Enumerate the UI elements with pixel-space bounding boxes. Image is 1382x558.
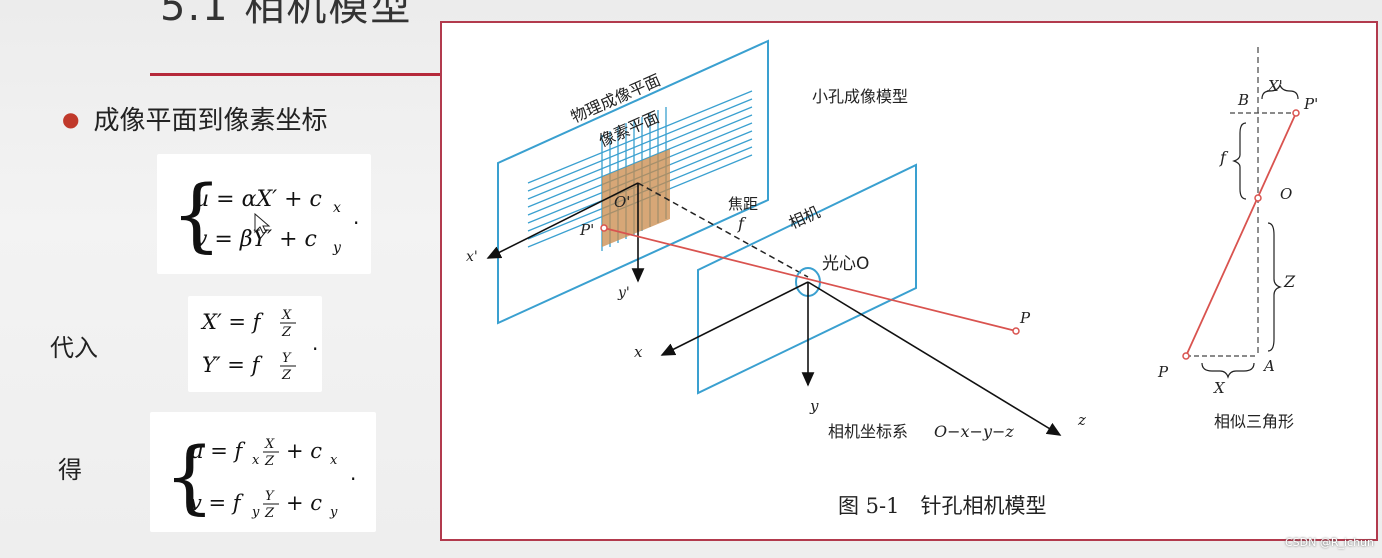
slide-title: 5.1 相机模型 <box>160 0 413 30</box>
camera-coord-math: O−x−y−z <box>934 422 1014 441</box>
figure-caption: 图 5-1 针孔相机模型 <box>838 494 1047 518</box>
p-point <box>1012 327 1020 335</box>
figure-panel: 物理成像平面 像素平面 小孔成像模型 相机 焦距 f O' 光心O x' y' … <box>440 21 1378 541</box>
eq1-period: . <box>353 205 359 229</box>
eq1-line1: u = αX′ + c <box>195 187 322 212</box>
focal-dashed-line <box>637 182 809 278</box>
tri-f-label: f <box>1219 148 1229 167</box>
x-prime-axis <box>486 182 639 259</box>
equation-card-1: { u = αX′ + c x v = βY′ + c y . <box>157 154 371 274</box>
title-underline <box>150 73 442 76</box>
tri-p-label: P <box>1157 363 1169 381</box>
bullet-text: 成像平面到像素坐标 <box>93 106 328 136</box>
tri-o-label: O <box>1280 185 1292 203</box>
equation-1: { u = αX′ + c x v = βY′ + c y . <box>171 168 359 261</box>
equation-card-2: X′ = f X Z Y′ = f Y Z . <box>188 296 322 392</box>
tri-p-prime-label: P' <box>1303 95 1318 113</box>
equation-card-3: { u = f x X Z + c x v = f y Y Z + c y . <box>150 412 376 532</box>
pinhole-model-label: 小孔成像模型 <box>812 87 908 106</box>
eq2-line1-num: X <box>281 308 292 323</box>
eq3-line2-c: y <box>329 505 338 520</box>
tri-z-label: Z <box>1283 272 1296 291</box>
pixel-plane-patch <box>602 149 670 247</box>
equation-3: { u = f x X Z + c x v = f y Y Z + c y . <box>164 430 356 523</box>
brace-icon: { <box>171 168 222 261</box>
eq3-line1-b: + c <box>286 439 322 463</box>
label-result: 得 <box>58 456 82 484</box>
eq3-line2-b: + c <box>286 491 322 515</box>
optical-center-label: 光心O <box>822 254 869 274</box>
camera-plane <box>697 163 917 395</box>
eq3-line1-num: X <box>264 437 275 452</box>
f-brace-icon <box>1232 122 1247 200</box>
x-prime-label: x' <box>466 249 478 265</box>
tri-a-label: A <box>1262 357 1275 375</box>
eq2-line1: X′ = f <box>200 310 264 334</box>
label-substitute: 代入 <box>50 334 98 362</box>
eq3-line1-a: u = f <box>190 439 245 463</box>
z-axis <box>807 281 1062 436</box>
physical-imaging-plane <box>497 39 769 325</box>
eq2-line1-den: Z <box>281 325 292 340</box>
o-prime-label: O' <box>614 193 630 211</box>
equation-2: X′ = f X Z Y′ = f Y Z . <box>200 308 318 383</box>
eq3-line1-sub: x <box>252 453 260 468</box>
eq1-line2-sub: y <box>332 240 342 256</box>
x-prime-brace-icon <box>1261 83 1299 100</box>
tri-x-label: X <box>1213 379 1226 397</box>
eq3-line2-num: Y <box>265 489 275 504</box>
focal-label: 焦距 <box>728 195 758 213</box>
tri-b-label: B <box>1237 91 1249 109</box>
eq2-period: . <box>312 331 318 355</box>
projection-ray <box>603 227 1017 332</box>
eq3-line2-a: v = f <box>190 491 244 515</box>
mouse-cursor-icon <box>254 212 271 234</box>
brace-icon: { <box>164 430 215 523</box>
tri-ray <box>1185 112 1297 357</box>
eq2-line2-num: Y <box>282 351 292 366</box>
x-label: x <box>634 343 643 361</box>
bullet-item: ● 成像平面到像素坐标 <box>62 100 327 137</box>
p-prime-label: P' <box>579 221 594 239</box>
eq3-line2-den: Z <box>264 506 275 521</box>
tri-o-point <box>1254 194 1262 202</box>
x-brace-icon <box>1201 362 1255 379</box>
z-brace-icon <box>1267 222 1282 352</box>
eq3-line2-sub: y <box>251 505 260 520</box>
camera-label: 相机 <box>786 202 823 232</box>
tri-x-prime-label: X' <box>1267 77 1283 95</box>
focal-symbol: f <box>737 214 747 233</box>
eq3-line1-c: x <box>330 453 338 468</box>
similar-triangle-label: 相似三角形 <box>1214 412 1294 431</box>
tri-p-point <box>1182 352 1190 360</box>
watermark: CSDN @R_ichun <box>1284 536 1374 549</box>
eq3-line1-den: Z <box>264 454 275 469</box>
x-axis <box>660 281 809 356</box>
y-label: y <box>809 397 819 415</box>
bullet-dot-icon: ● <box>62 107 80 131</box>
eq2-line2-den: Z <box>281 368 292 383</box>
eq3-period: . <box>350 461 356 485</box>
p-label: P <box>1019 309 1031 327</box>
eq1-line1-sub: x <box>333 200 341 216</box>
p-prime-point <box>600 224 608 232</box>
similar-triangle-diagram: B X' P' f O Z P A X 相似三角形 <box>1157 47 1318 431</box>
camera-coord-label: 相机坐标系 <box>828 422 908 441</box>
z-label: z <box>1077 411 1086 429</box>
eq2-line2: Y′ = f <box>202 353 263 377</box>
tri-p-prime-point <box>1292 109 1300 117</box>
pinhole-camera-figure: 物理成像平面 像素平面 小孔成像模型 相机 焦距 f O' 光心O x' y' … <box>466 39 1318 518</box>
y-prime-label: y' <box>617 285 630 301</box>
